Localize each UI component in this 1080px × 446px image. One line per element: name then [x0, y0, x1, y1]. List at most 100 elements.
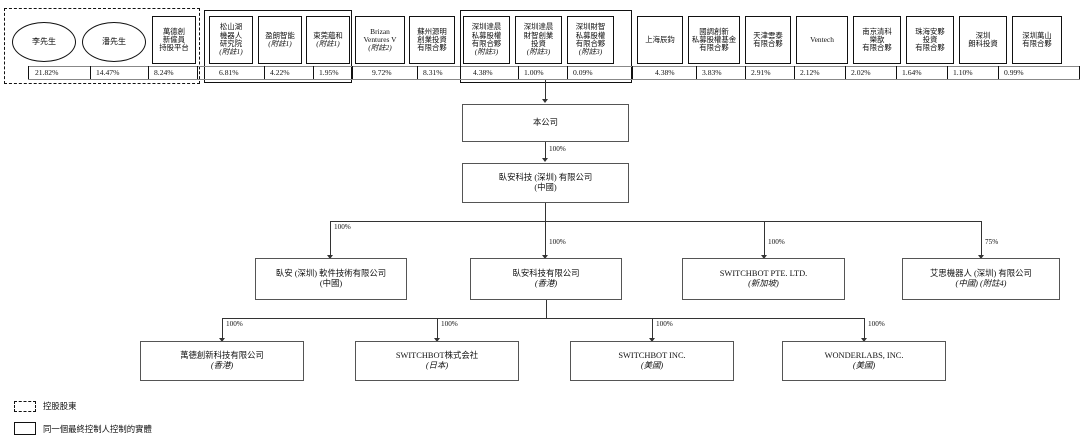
- shareholder-shanghai-chenjun-line1: 上海辰鈞: [645, 34, 675, 44]
- entity-woan-hk-name: 臥安科技有限公司: [512, 268, 580, 278]
- entity-woan-hk: 臥安科技有限公司 (香港): [470, 258, 622, 300]
- shareholder-sz-langke: 深圳 朗科投資: [959, 16, 1007, 64]
- group-controlling-shareholders: [4, 8, 200, 84]
- shareholder-nanjing-line1: 南京清科: [862, 26, 892, 36]
- edge-to-woan-hk: [545, 221, 546, 257]
- entity-switchbot-pte-sub: (新加坡): [748, 279, 779, 288]
- entity-wande-sub: (香港): [210, 361, 234, 370]
- entity-woan-sz-sub: (中國): [534, 183, 557, 192]
- arrow-to-woan-sz-soft: [326, 255, 333, 259]
- pct-sz-dachen-caizhi: 1.00%: [524, 68, 544, 77]
- legend-same-controller: 同一個最終控制人控制的實體: [14, 422, 152, 435]
- edge-woan-hk-down: [546, 300, 547, 318]
- tier4-bus: [222, 318, 865, 319]
- pct-guodiao: 3.83%: [702, 68, 722, 77]
- edge-to-switchbot-pte: [764, 221, 765, 257]
- entity-wonderlabs-name: WONDERLABS, INC.: [824, 350, 904, 360]
- entity-switchbot-jp-sub: (日本): [425, 361, 449, 370]
- shareholder-songshanhu: 松山湖 機器人 研究院 (附註1): [209, 16, 253, 64]
- pct-esop: 8.24%: [154, 68, 174, 77]
- shareholder-ventech: Ventech: [796, 16, 848, 64]
- arrow-to-switchbot-inc: [648, 338, 655, 342]
- edge-label-to-woan-sz-soft: 100%: [334, 223, 351, 231]
- entity-aisi: 艾思機器人 (深圳) 有限公司 (中國) (附註4): [902, 258, 1060, 300]
- edge-to-woan-sz-soft: [330, 221, 331, 257]
- edge-label-to-woan-sz: 100%: [549, 145, 566, 153]
- shareholder-songshanhu-line3: 研究院: [219, 39, 243, 48]
- entity-company-name: 本公司: [532, 117, 559, 127]
- shareholder-pan-label: 潘先生: [102, 36, 126, 46]
- entity-woan-sz-soft: 臥安 (深圳) 軟件技術有限公司 (中國): [255, 258, 407, 300]
- shareholder-li: 李先生: [12, 22, 76, 62]
- pct-nanjing: 2.02%: [851, 68, 871, 77]
- arrow-to-switchbot-pte: [760, 255, 767, 259]
- arrow-to-woan-hk: [541, 255, 548, 259]
- shareholder-sz-caizhi-pe: 深圳財智 私募股權 有限合夥 (附註3): [567, 16, 614, 64]
- arrow-to-aisi: [977, 255, 984, 259]
- tier3-bus: [330, 221, 981, 222]
- pct-zhuhai: 1.64%: [902, 68, 922, 77]
- entity-switchbot-pte: SWITCHBOT PTE. LTD. (新加坡): [682, 258, 845, 300]
- shareholder-li-label: 李先生: [32, 36, 56, 46]
- shareholder-zhuhai-line3: 有限合夥: [915, 43, 945, 53]
- shareholder-sz-dachen-pe: 深圳達晨 私募股權 有限合夥 (附註3): [463, 16, 510, 64]
- arrow-to-wonderlabs: [860, 338, 867, 342]
- entity-switchbot-jp: SWITCHBOT株式会社 (日本): [355, 341, 519, 381]
- pct-li: 21.82%: [35, 68, 59, 77]
- pct-sz-dachen-pe: 4.38%: [473, 68, 493, 77]
- pct-suzhou: 8.31%: [423, 68, 443, 77]
- shareholder-zhuhai: 珠海安夥 投資 有限合夥: [906, 16, 954, 64]
- shareholder-suzhou: 蘇州源明 創業投資 有限合夥: [409, 16, 455, 64]
- shareholder-sz-caizhi-pe-line2: 私募股權: [575, 30, 606, 40]
- shareholder-sz-dachen-pe-line2: 私募股權: [471, 30, 502, 40]
- pct-yinglang: 4.22%: [270, 68, 290, 77]
- shareholder-sz-wanshan: 深圳萬山 有限合夥: [1012, 16, 1062, 64]
- shareholder-sz-dachen-pe-note: (附註3): [474, 47, 499, 57]
- pct-sz-caizhi-pe: 0.09%: [573, 68, 593, 77]
- shareholder-guodiao-line3: 有限合夥: [699, 43, 729, 53]
- shareholder-sz-dachen-caizhi-line1: 深圳達晨: [523, 22, 554, 32]
- shareholder-yinglang-line1: 盈朗智能: [265, 30, 295, 40]
- entity-woan-hk-sub: (香港): [534, 279, 558, 288]
- entity-wonderlabs-sub: (美國): [852, 361, 876, 370]
- pct-brizan: 9.72%: [372, 68, 392, 77]
- shareholder-sz-wanshan-line2: 有限合夥: [1022, 39, 1052, 48]
- edge-label-to-switchbot-inc: 100%: [656, 320, 673, 328]
- arrow-to-switchbot-jp: [433, 338, 440, 342]
- shareholder-esop-line2: 新僱員: [162, 34, 186, 44]
- shareholder-sz-caizhi-pe-line3: 有限合夥: [575, 39, 606, 48]
- ownership-rail-top: [28, 66, 1080, 67]
- edge-to-wonderlabs: [864, 318, 865, 340]
- shareholder-sz-dachen-pe-line1: 深圳達晨: [471, 22, 502, 32]
- shareholder-sz-dachen-pe-line3: 有限合夥: [471, 39, 502, 48]
- shareholder-guodiao: 國調創新 私募股權基金 有限合夥: [688, 16, 740, 64]
- shareholder-dongguan: 東莞蘊和 (附註1): [306, 16, 350, 64]
- pct-pan: 14.47%: [96, 68, 120, 77]
- shareholder-sz-dachen-caizhi-line3: 投資: [531, 39, 546, 48]
- entity-aisi-sub: (中國) (附註4): [955, 279, 1007, 288]
- pct-tianjin: 2.91%: [751, 68, 771, 77]
- edge-to-switchbot-inc: [652, 318, 653, 340]
- pct-dongguan: 1.95%: [319, 68, 339, 77]
- shareholder-tianjin-line2: 有限合夥: [753, 39, 783, 48]
- shareholder-songshanhu-line1: 松山湖: [219, 22, 243, 32]
- entity-switchbot-jp-name: SWITCHBOT株式会社: [395, 350, 479, 360]
- shareholder-yinglang: 盈朗智能 (附註1): [258, 16, 302, 64]
- shareholder-sz-caizhi-pe-note: (附註3): [578, 47, 603, 57]
- shareholder-suzhou-line3: 有限合夥: [417, 43, 447, 53]
- edge-label-to-switchbot-jp: 100%: [441, 320, 458, 328]
- entity-wande-name: 萬德創新科技有限公司: [180, 350, 264, 360]
- shareholder-tianjin-line1: 天津雲泰: [753, 30, 783, 40]
- arrow-to-woan-sz: [541, 158, 548, 162]
- shareholder-brizan: Brizan Ventures V (附註2): [355, 16, 405, 64]
- edge-to-switchbot-jp: [437, 318, 438, 340]
- edge-label-to-switchbot-pte: 100%: [768, 238, 785, 246]
- shareholder-nanjing: 南京清科 樂歆 有限合夥: [853, 16, 901, 64]
- group-same-controller-b: [460, 10, 632, 83]
- entity-wonderlabs: WONDERLABS, INC. (美國): [782, 341, 946, 381]
- shareholder-zhuhai-line2: 投資: [922, 34, 938, 44]
- entity-woan-sz-soft-sub: (中國): [319, 279, 343, 288]
- entity-switchbot-inc-name: SWITCHBOT INC.: [618, 350, 686, 360]
- edge-to-aisi: [981, 221, 982, 257]
